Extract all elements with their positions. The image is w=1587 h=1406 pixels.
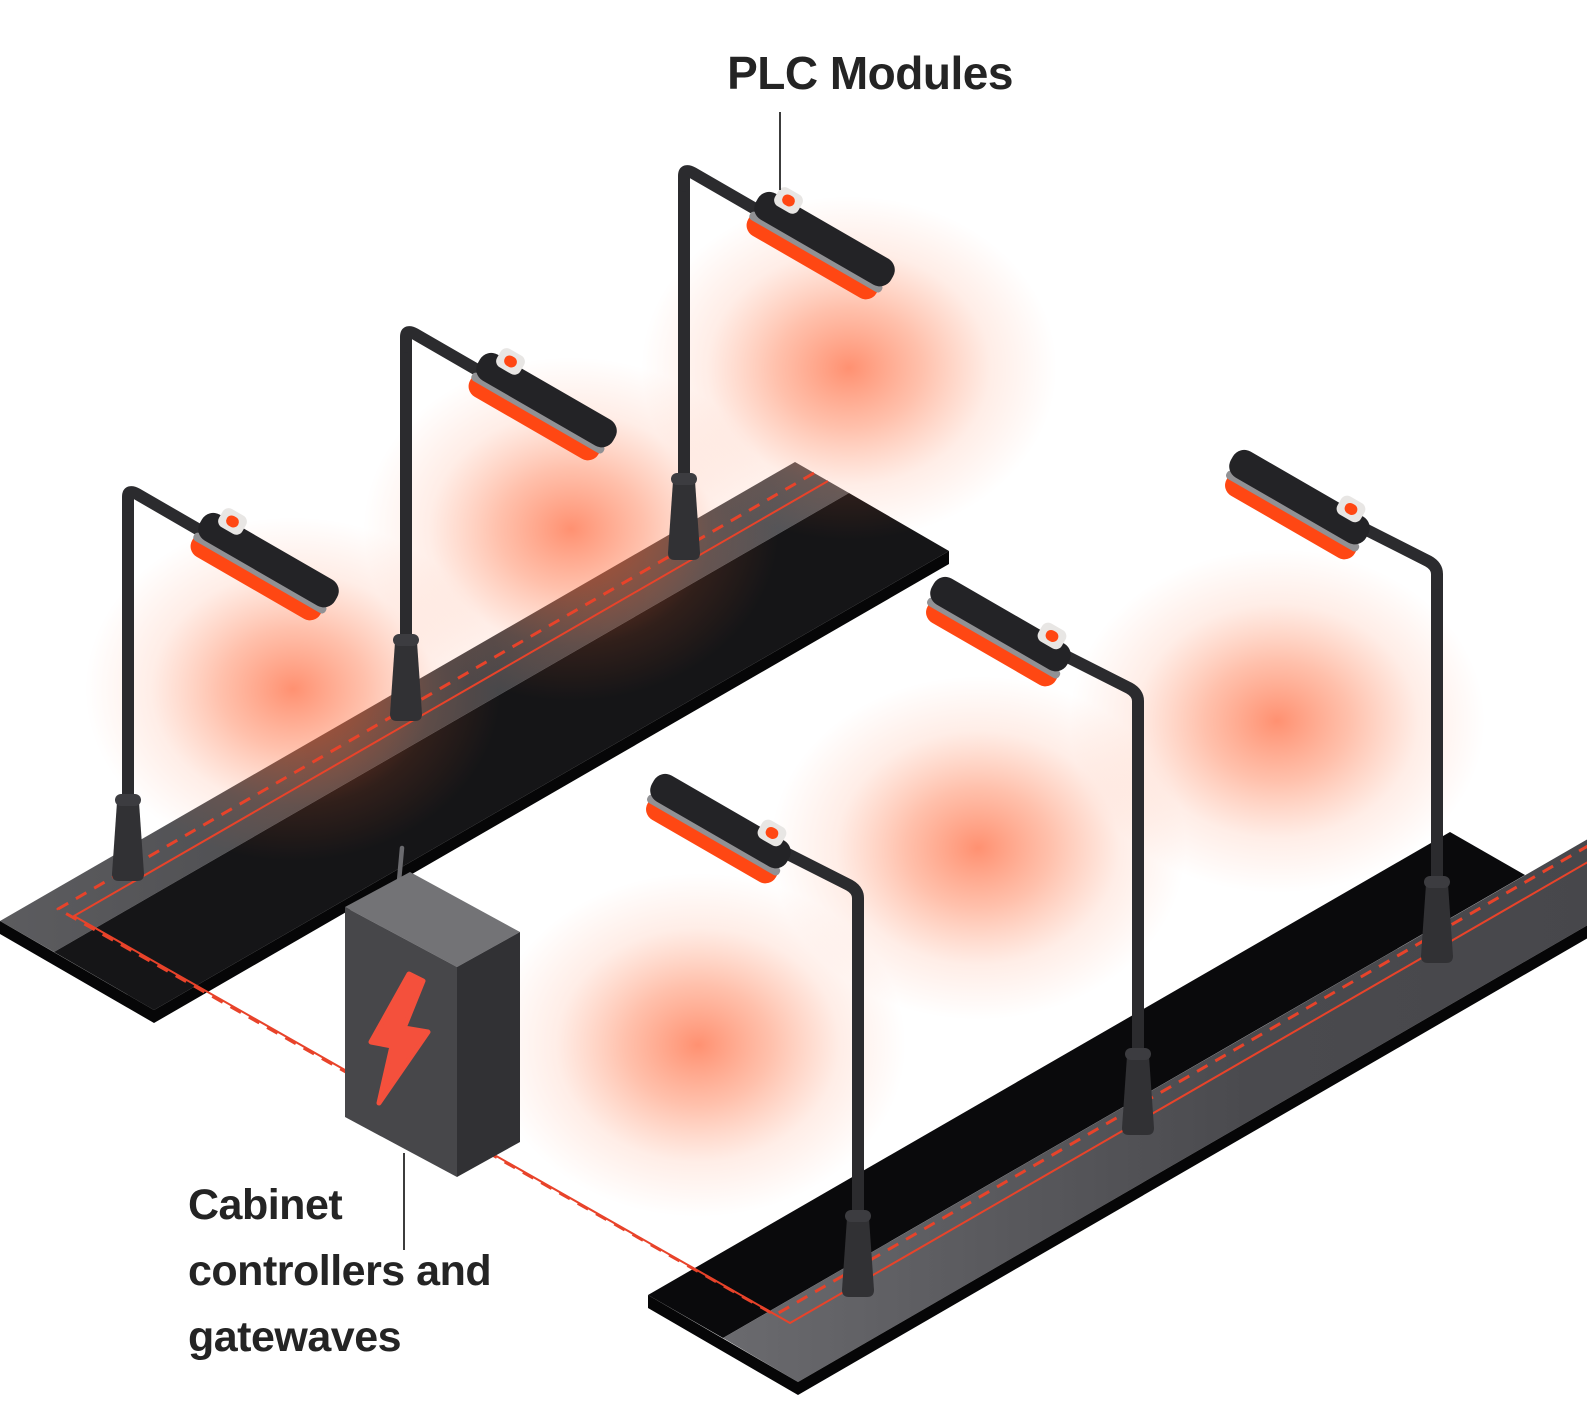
- streetlight-2: [390, 332, 627, 721]
- plc-modules-label: PLC Modules: [727, 47, 1013, 99]
- lightning-bolt-icon: [368, 971, 431, 1106]
- streetlight-5: [916, 563, 1154, 1135]
- streetlight-6: [636, 760, 874, 1297]
- streetlight-1: [668, 171, 905, 560]
- cabinet-box: [345, 845, 520, 1177]
- streetlight-3: [112, 492, 349, 881]
- cabinet-controllers-label: Cabinet controllers and gatewaves: [188, 1181, 492, 1361]
- streetlight-4: [1215, 436, 1453, 963]
